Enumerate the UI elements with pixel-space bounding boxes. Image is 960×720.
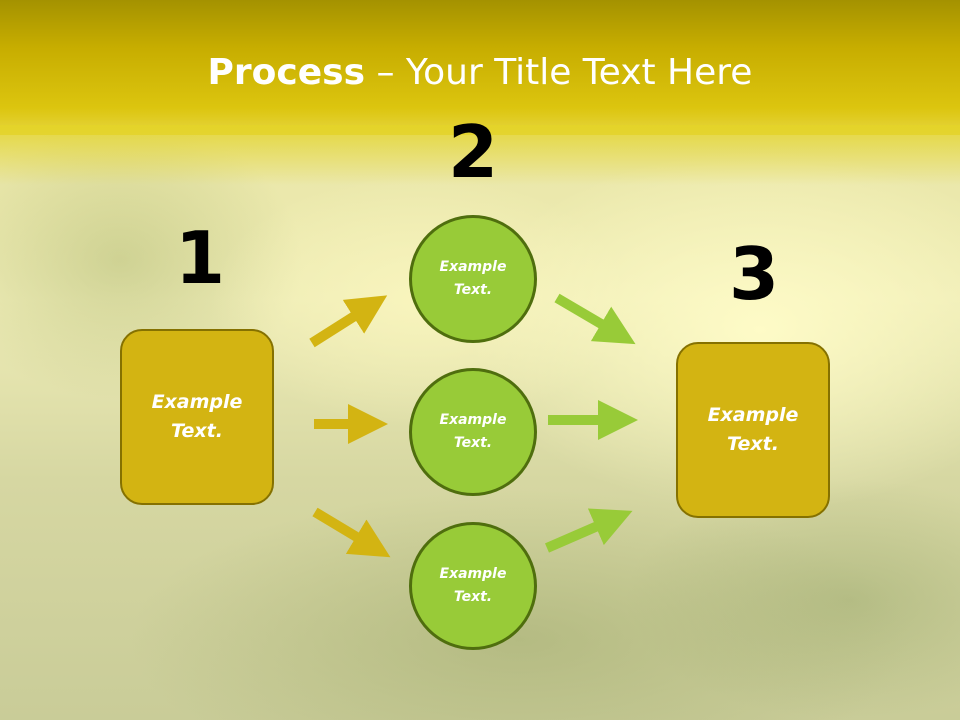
step-1-line2: Text. bbox=[171, 420, 223, 442]
arrow-circle1-to-box3 bbox=[554, 293, 636, 345]
circle-2-line2: Text. bbox=[453, 435, 493, 451]
step-number-2: 2 bbox=[447, 110, 499, 194]
slide-title: Process – Your Title Text Here bbox=[0, 52, 960, 93]
circle-3-line2: Text. bbox=[453, 589, 493, 605]
arrow-box1-to-circle3 bbox=[312, 507, 391, 558]
circle-1-line1: Example bbox=[439, 259, 507, 275]
step-2-circle-bottom: Example Text. bbox=[409, 522, 537, 650]
step-1-line1: Example bbox=[151, 391, 243, 413]
circle-1-line2: Text. bbox=[453, 282, 493, 298]
step-3-line1: Example bbox=[707, 404, 799, 426]
step-2-circle-middle: Example Text. bbox=[409, 368, 537, 496]
title-rest: – Your Title Text Here bbox=[365, 52, 753, 93]
step-1-box: Example Text. bbox=[120, 329, 274, 505]
step-3-line2: Text. bbox=[727, 433, 779, 455]
arrow-box1-to-circle1 bbox=[309, 295, 388, 348]
step-2-circle-top: Example Text. bbox=[409, 215, 537, 343]
step-number-1: 1 bbox=[174, 216, 226, 300]
circle-3-line1: Example bbox=[439, 566, 507, 582]
step-number-3: 3 bbox=[728, 232, 780, 316]
arrow-circle3-to-box3 bbox=[545, 508, 633, 553]
circle-2-line1: Example bbox=[439, 412, 507, 428]
title-bold: Process bbox=[207, 52, 366, 93]
title-banner bbox=[0, 0, 960, 185]
step-3-box: Example Text. bbox=[676, 342, 830, 518]
